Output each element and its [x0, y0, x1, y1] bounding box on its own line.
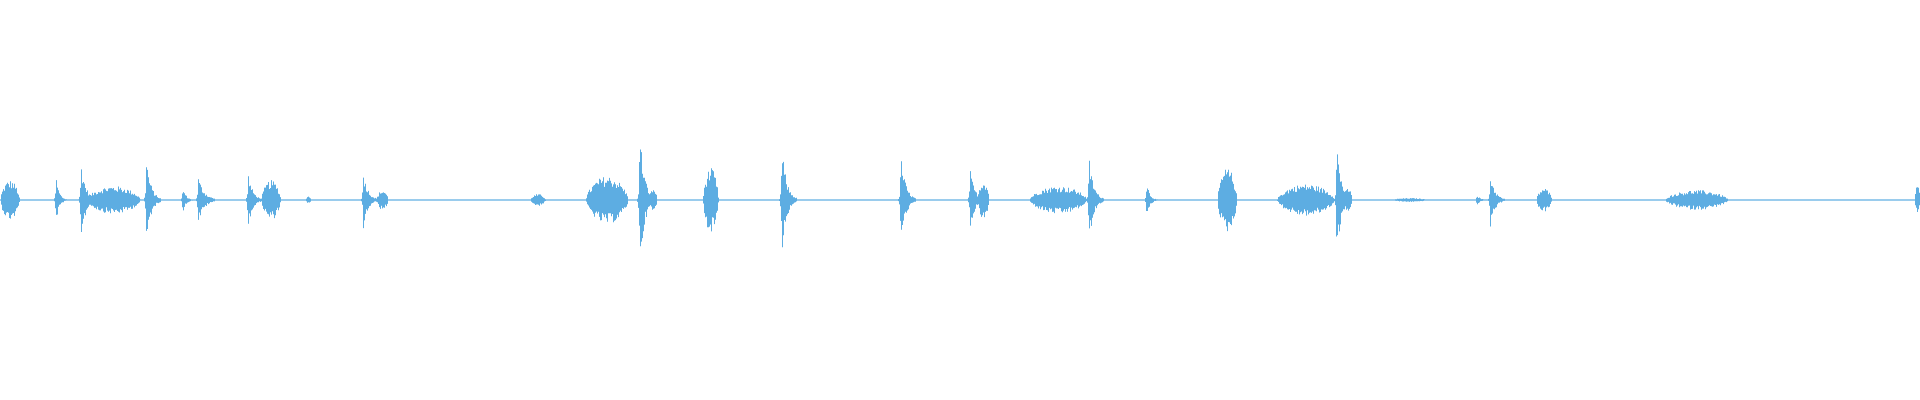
waveform-signal	[1, 149, 1920, 248]
